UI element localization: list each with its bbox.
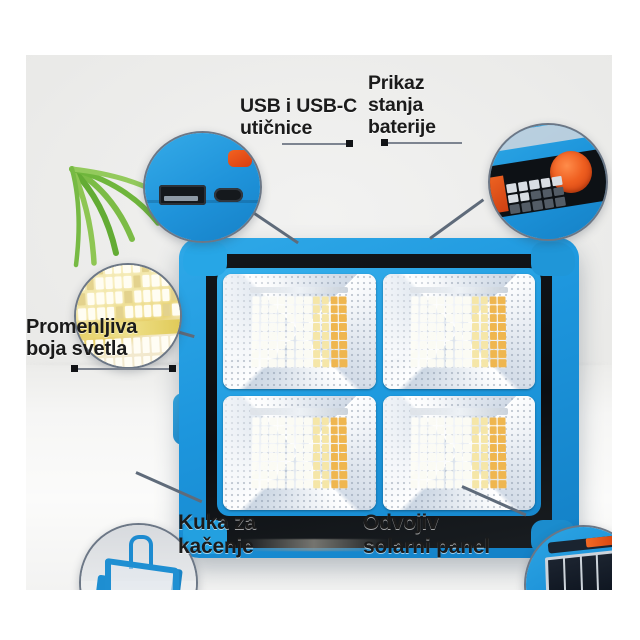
orange-accent (228, 150, 252, 167)
caption-hanging-hook: Kuka za kačenje (178, 511, 256, 558)
caption-battery-status: Prikaz stanja baterije (368, 72, 436, 138)
caption-solar-panel: Odvojiv solarni panel (363, 511, 490, 558)
callout-bubble-solar-panel (524, 525, 612, 590)
product-photo-plate (26, 55, 612, 590)
leader-dot-led-l (71, 365, 78, 372)
leader-dot-usb (346, 140, 353, 147)
callout-bubble-battery-indicator (488, 123, 608, 241)
led-panel-bottom-right (382, 395, 535, 510)
leader-dot-led-r (169, 365, 176, 372)
usb-c-port-icon (214, 188, 243, 202)
callout-bubble-usb-ports (143, 131, 262, 243)
leader-line-bat (384, 142, 462, 144)
corner-bumper-top-right (531, 242, 575, 276)
led-rows-upper (76, 265, 180, 322)
caption-usb-ports: USB i USB-C utičnice (240, 95, 357, 139)
leader-line-led (74, 368, 174, 370)
power-knob (550, 151, 592, 193)
leader-dot-bat (381, 139, 388, 146)
led-panel-bottom-left (223, 395, 376, 510)
usb-a-port-icon (159, 185, 206, 205)
hook-icon (129, 535, 153, 569)
solar-flood-lamp (179, 238, 579, 558)
led-panel-top-left (223, 274, 376, 389)
lamp-bottom-marking (239, 539, 389, 551)
leader-line-usb (282, 143, 350, 145)
led-panel-top-right (382, 274, 535, 389)
corner-bumper-top-left (183, 242, 227, 276)
led-panel-grid (223, 274, 535, 510)
callout-bubble-hook (79, 523, 198, 590)
connector-bat (429, 198, 485, 240)
caption-light-color: Promenljiva boja svetla (26, 316, 138, 361)
